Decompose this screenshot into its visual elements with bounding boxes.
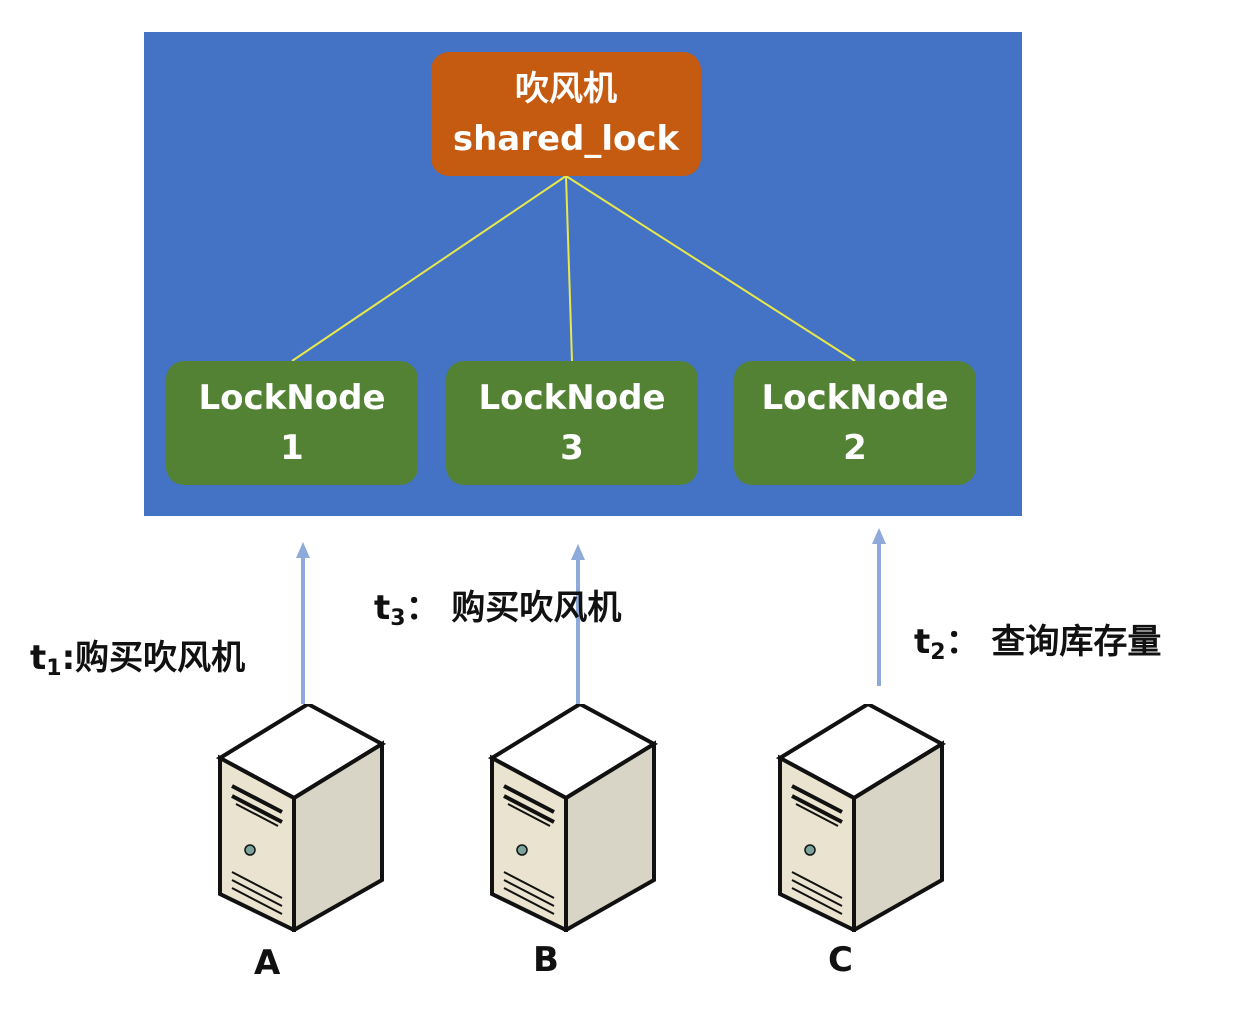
lock-node-name: LockNode (761, 378, 949, 418)
lock-node-name: LockNode (198, 378, 386, 418)
arrowhead-c (872, 528, 886, 544)
time-subscript: 1 (46, 656, 62, 681)
request-action: ： 购买吹风机 (405, 588, 622, 628)
arrowhead-b (571, 544, 585, 560)
server-icon (216, 704, 386, 932)
connector-line-2 (565, 175, 856, 362)
root-node-title: 吹风机 (515, 69, 617, 109)
connector-line-1 (291, 175, 567, 362)
lock-node-name: LockNode (478, 378, 666, 418)
root-node-lock-type: shared_lock (452, 119, 680, 159)
client-b-request-caption: t3： 购买吹风机 (374, 588, 622, 631)
server-label-b: B (533, 940, 559, 980)
request-action: ： 查询库存量 (945, 622, 1162, 662)
server-label-a: A (254, 943, 281, 983)
connector-line-3 (565, 175, 573, 362)
time-subscript: 2 (930, 640, 946, 665)
lock-node-3: LockNode 3 (446, 361, 698, 485)
lock-node-number: 2 (843, 428, 867, 468)
time-subscript: 3 (390, 606, 406, 631)
root-lock-node: 吹风机 shared_lock (431, 52, 701, 176)
request-action: :购买吹风机 (61, 638, 246, 678)
lock-node-number: 1 (280, 428, 304, 468)
arrowhead-a (296, 542, 310, 558)
client-a-request-caption: t1:购买吹风机 (30, 638, 246, 681)
server-icon (488, 704, 658, 932)
server-label-c: C (828, 940, 853, 980)
lock-node-2: LockNode 2 (734, 361, 976, 485)
client-c-request-caption: t2： 查询库存量 (914, 622, 1162, 665)
lock-node-1: LockNode 1 (166, 361, 418, 485)
lock-node-number: 3 (560, 428, 584, 468)
server-icon (776, 704, 946, 932)
